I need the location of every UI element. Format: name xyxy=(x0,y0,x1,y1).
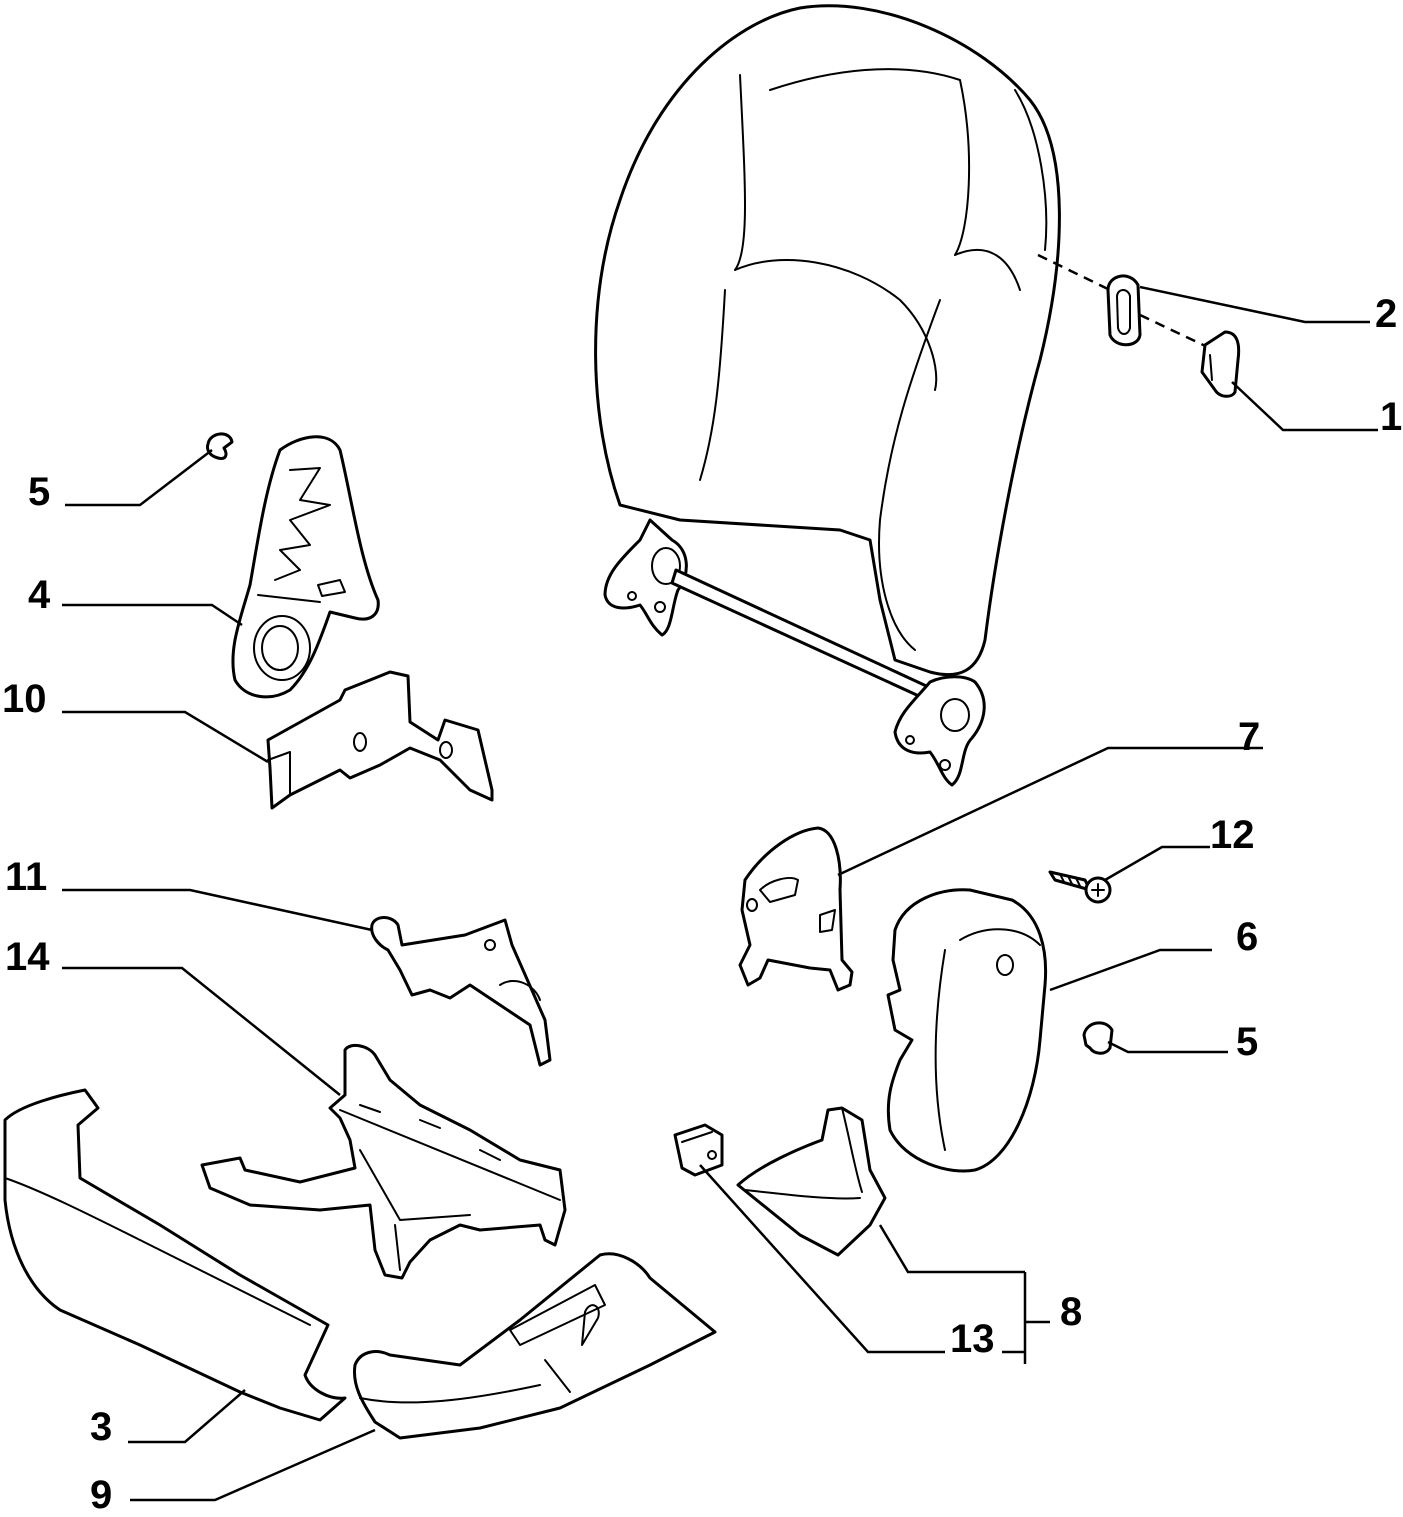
callout-2: 2 xyxy=(1375,292,1397,336)
callout-7: 7 xyxy=(1238,715,1260,759)
callout-9: 9 xyxy=(90,1473,112,1517)
part-4-side-cover xyxy=(231,435,380,699)
part-11-latch-lever xyxy=(370,916,552,1067)
leader-lines xyxy=(62,285,1378,1502)
part-14-recliner-mechanism xyxy=(200,1043,567,1280)
part-13-cap xyxy=(673,1123,724,1177)
part-6-side-shield xyxy=(886,888,1048,1173)
part-9-side-trim xyxy=(352,1252,717,1440)
callout-4: 4 xyxy=(28,573,51,617)
callout-1: 1 xyxy=(1380,395,1402,439)
callout-8: 8 xyxy=(1060,1290,1082,1334)
callout-12: 12 xyxy=(1210,813,1255,857)
backrest-frame-bar xyxy=(603,518,986,787)
callout-5-left: 5 xyxy=(28,470,50,514)
callout-11: 11 xyxy=(5,855,47,899)
part-1-push-button xyxy=(1200,330,1241,398)
part-5-clip-right xyxy=(1082,1021,1114,1055)
callout-6: 6 xyxy=(1236,915,1258,959)
part-3-front-trim xyxy=(3,1088,347,1422)
part-5-clip-left xyxy=(206,432,234,460)
callout-labels: 1 2 5 4 10 11 14 7 12 6 5 8 13 3 9 xyxy=(2,292,1402,1517)
callout-14: 14 xyxy=(5,935,50,979)
part-2-grommet xyxy=(1106,274,1142,347)
part-10-bracket xyxy=(266,670,494,810)
callout-10: 10 xyxy=(2,677,47,721)
callout-13: 13 xyxy=(950,1317,995,1361)
part-12-screw xyxy=(1048,870,1112,904)
part-8-lower-cover xyxy=(736,1106,887,1257)
callout-5-right: 5 xyxy=(1236,1020,1258,1064)
callout-3: 3 xyxy=(90,1405,112,1449)
seat-backrest xyxy=(594,4,1061,677)
part-7-hinge-cover xyxy=(738,826,854,992)
